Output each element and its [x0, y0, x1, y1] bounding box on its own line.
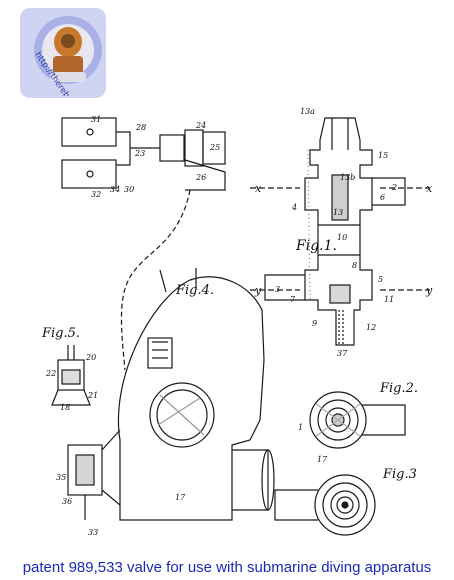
- fig5-detail: [51, 345, 91, 406]
- section-mark-y-right: y: [425, 284, 433, 297]
- ref-4: 4: [291, 203, 297, 212]
- fig1-valve-section: [250, 117, 430, 346]
- ref-33: 33: [88, 528, 98, 537]
- ref-10: 10: [337, 233, 347, 242]
- fig4-diving-helmet: [118, 268, 275, 521]
- ref-6: 6: [380, 193, 385, 202]
- ref-13b: 13b: [340, 173, 355, 182]
- fig2-section: [309, 391, 406, 449]
- ref-36: 36: [62, 497, 72, 506]
- ref-37: 37: [337, 349, 348, 358]
- ref-2: 2: [391, 183, 397, 192]
- section-mark-x-right: x: [426, 182, 433, 195]
- ref-17-suit: 17: [175, 493, 186, 502]
- fig4-label: Fig.4.: [175, 283, 214, 298]
- fig3-label: Fig.3: [382, 467, 417, 482]
- diver-helmet-icon: [34, 16, 102, 84]
- ref-12: 12: [366, 323, 376, 332]
- ref-24: 24: [195, 121, 206, 130]
- ref-18: 18: [60, 403, 70, 412]
- fig3-section: [274, 474, 376, 536]
- section-mark-x-left: x: [255, 182, 262, 195]
- caption: patent 989,533 valve for use with submar…: [22, 559, 432, 576]
- ref-8: 8: [352, 261, 357, 270]
- ref-21: 21: [87, 391, 98, 400]
- ref-26: 26: [195, 173, 206, 182]
- ref-13: 13: [333, 208, 343, 217]
- ref-9: 9: [312, 319, 317, 328]
- fig5-label: Fig.5.: [41, 326, 80, 341]
- suit-valve-assembly: [67, 429, 121, 520]
- reference-numbers: 13a 15 2 4 10 13 13b 6 3 7 5 11 9 12 37 …: [45, 107, 397, 537]
- ref-20: 20: [85, 353, 96, 362]
- section-mark-y-left: y: [254, 284, 262, 297]
- ref-34: 34: [110, 185, 120, 194]
- top-battery-unit: [61, 117, 226, 191]
- ref-5: 5: [378, 275, 383, 284]
- site-logo[interactable]: http://therebreathersite.nl: [20, 8, 106, 98]
- logo-url-text: http://therebreathersite.nl: [28, 16, 106, 96]
- fig2-label: Fig.2.: [379, 381, 418, 396]
- ref-31: 31: [91, 115, 101, 124]
- ref-15: 15: [378, 151, 388, 160]
- ref-11: 11: [384, 295, 394, 304]
- air-hose: [120, 189, 191, 371]
- ref-13a: 13a: [300, 107, 315, 116]
- ref-23: 23: [134, 149, 145, 158]
- ref-32: 32: [91, 190, 101, 199]
- ref-25: 25: [209, 143, 220, 152]
- ref-7: 7: [290, 295, 296, 304]
- ref-17: 17: [317, 455, 328, 464]
- ref-30: 30: [124, 185, 134, 194]
- ref-28: 28: [135, 123, 146, 132]
- ref-3: 3: [275, 285, 280, 294]
- ref-22: 22: [45, 369, 56, 378]
- fig1-label: Fig.1.: [295, 238, 337, 254]
- ref-1: 1: [298, 423, 303, 432]
- ref-35: 35: [56, 473, 66, 482]
